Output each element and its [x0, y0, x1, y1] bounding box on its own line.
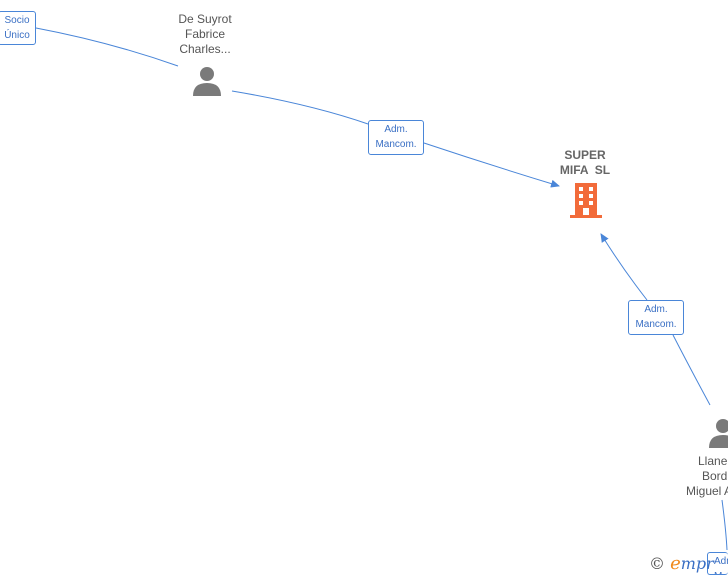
person-icon-bottom[interactable] — [708, 418, 728, 448]
copyright-symbol: © — [649, 554, 665, 573]
person-top-name-line-3: Charles... — [179, 42, 231, 56]
edge-label-adm-bottom-line-1: Adm. — [644, 304, 668, 315]
edge-label-adm-corner-line-1: Adm — [714, 556, 728, 567]
company-name-line-1: SUPER — [564, 148, 606, 162]
edge-label-socio-unico-line-1: Socio — [4, 15, 30, 26]
person-bottom-name-line-1: Llane — [698, 454, 728, 468]
company-label[interactable]: SUPER MIFA SL — [545, 148, 625, 178]
edge-label-adm-bottom-line-2: Mancom. — [635, 319, 677, 330]
edge-adm-top-line-a — [231, 90, 369, 125]
edge-socio-unico-line — [35, 27, 179, 67]
company-name-line-2: MIFA SL — [559, 163, 611, 177]
building-icon[interactable] — [570, 183, 602, 218]
person-bottom-name-line-3: Miguel A — [686, 484, 728, 498]
edge-label-adm-bottom[interactable]: Adm. Mancom. — [628, 300, 684, 335]
person-top-label[interactable]: De Suyrot Fabrice Charles... — [160, 12, 250, 57]
edge-label-socio-unico[interactable]: Socio Único — [0, 11, 36, 45]
edge-adm-corner-line — [721, 499, 728, 551]
brand-initial: e — [670, 553, 681, 574]
edge-adm-top-line-b — [423, 142, 560, 188]
edge-label-socio-unico-line-2: Único — [4, 30, 30, 41]
edge-label-adm-corner-line-2: M — [714, 569, 728, 574]
person-icon[interactable] — [192, 66, 222, 96]
brand-watermark: © empr — [649, 553, 714, 574]
edge-label-adm-top-line-2: Mancom. — [375, 139, 417, 150]
person-top-name-line-1: De Suyrot — [178, 12, 232, 26]
brand-name: mpr — [680, 554, 714, 573]
person-bottom-label[interactable]: Llane Bord Miguel A — [686, 454, 728, 499]
person-top-name-line-2: Fabrice — [184, 27, 225, 41]
edge-adm-bottom-line-b — [672, 334, 711, 406]
edge-label-adm-top[interactable]: Adm. Mancom. — [368, 120, 424, 155]
edge-label-adm-top-line-1: Adm. — [384, 124, 408, 135]
edge-adm-bottom-line-a — [600, 233, 648, 301]
person-bottom-name-line-2: Bord — [702, 469, 728, 483]
